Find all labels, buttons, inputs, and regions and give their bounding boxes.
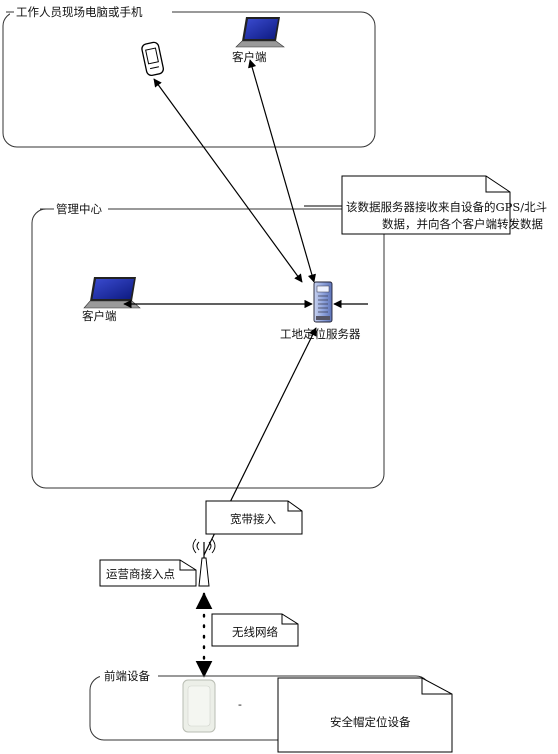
broadband-note: 宽带接入 <box>205 500 303 535</box>
edge-phone-server <box>153 78 303 283</box>
center-laptop-icon <box>83 277 141 309</box>
dash-mark: - <box>238 697 242 711</box>
access-point-note: 运营商接入点 <box>99 559 197 587</box>
field-laptop-icon <box>235 17 285 48</box>
server-note: 该数据服务器接收来自设备的GPS/北斗 数据，并向各个客户端转发数据 <box>304 175 547 235</box>
group-front-label: 前端设备 <box>104 669 150 683</box>
group-field-label: 工作人员现场电脑或手机 <box>16 5 143 19</box>
wireless-note: 无线网络 <box>211 613 299 647</box>
server-icon <box>313 281 333 323</box>
server-label: 工地定位服务器 <box>280 327 361 341</box>
server-note-line1: 该数据服务器接收来自设备的GPS/北斗 <box>346 200 547 214</box>
broadband-label: 宽带接入 <box>230 512 276 526</box>
helmet-device-icon <box>182 679 216 733</box>
server-note-line2: 数据，并向各个客户端转发数据 <box>382 217 543 231</box>
group-management-center: 管理中心 <box>31 201 385 489</box>
helmet-label: 安全帽定位设备 <box>330 715 411 729</box>
phone-icon <box>141 41 165 77</box>
group-field-workers: 工作人员现场电脑或手机 <box>2 4 376 148</box>
center-laptop-label: 客户端 <box>82 309 117 323</box>
field-laptop-label: 客户端 <box>232 50 267 64</box>
wireless-label: 无线网络 <box>232 625 278 639</box>
edge-laptop-server <box>248 59 316 283</box>
group-center-frame <box>31 208 385 489</box>
group-center-label: 管理中心 <box>56 202 102 216</box>
access-point-icon <box>192 538 216 587</box>
helmet-note: 安全帽定位设备 <box>277 677 453 753</box>
access-point-label: 运营商接入点 <box>106 567 175 581</box>
